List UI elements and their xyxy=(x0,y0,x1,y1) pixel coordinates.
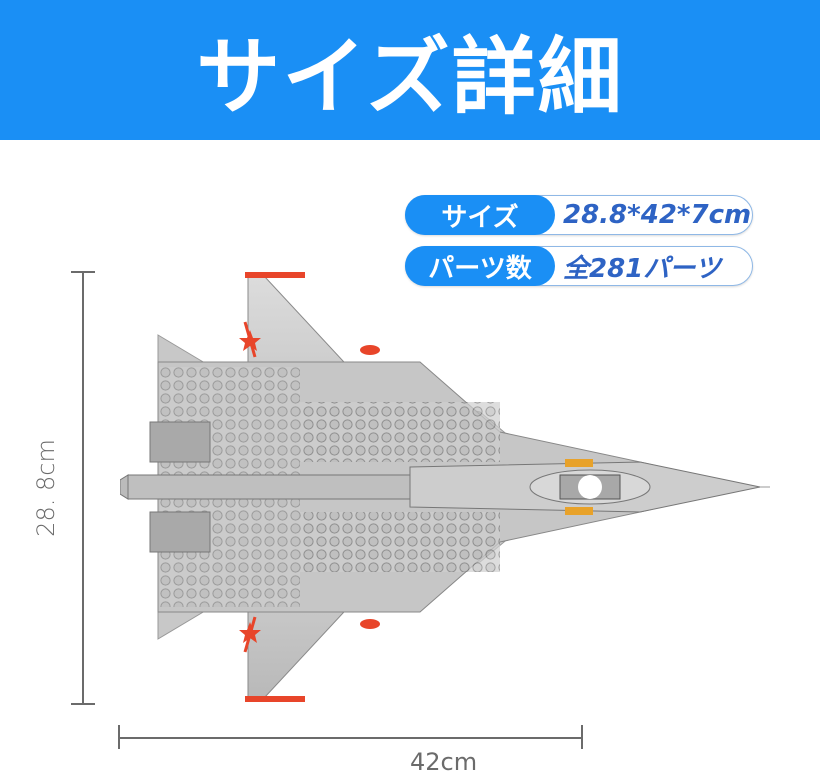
spec-value-size: 28.8*42*7cm xyxy=(563,200,752,230)
spec-row-parts: パーツ数 全281パーツ xyxy=(405,246,753,286)
spec-label-parts: パーツ数 xyxy=(405,246,555,286)
page-title: サイズ詳細 xyxy=(196,27,624,126)
width-dimension-label: 42cm xyxy=(410,748,478,776)
star-roundel-icon xyxy=(239,616,261,653)
spec-row-size: サイズ 28.8*42*7cm xyxy=(405,195,753,235)
height-dimension-line xyxy=(82,272,84,704)
width-dimension-line-full xyxy=(119,737,583,739)
title-banner: サイズ詳細 xyxy=(0,0,820,140)
star-roundel-icon xyxy=(239,321,261,358)
spec-label-size: サイズ xyxy=(405,195,555,235)
width-dimension-cap-right xyxy=(581,725,583,749)
spec-value-parts: 全281パーツ xyxy=(563,253,721,284)
height-dimension-label: 28. 8cm xyxy=(32,439,60,537)
fighter-jet-image xyxy=(120,272,770,702)
height-dimension-cap-bottom xyxy=(71,703,95,705)
height-dimension-cap-top xyxy=(71,271,95,273)
width-dimension-cap-left xyxy=(118,725,120,749)
